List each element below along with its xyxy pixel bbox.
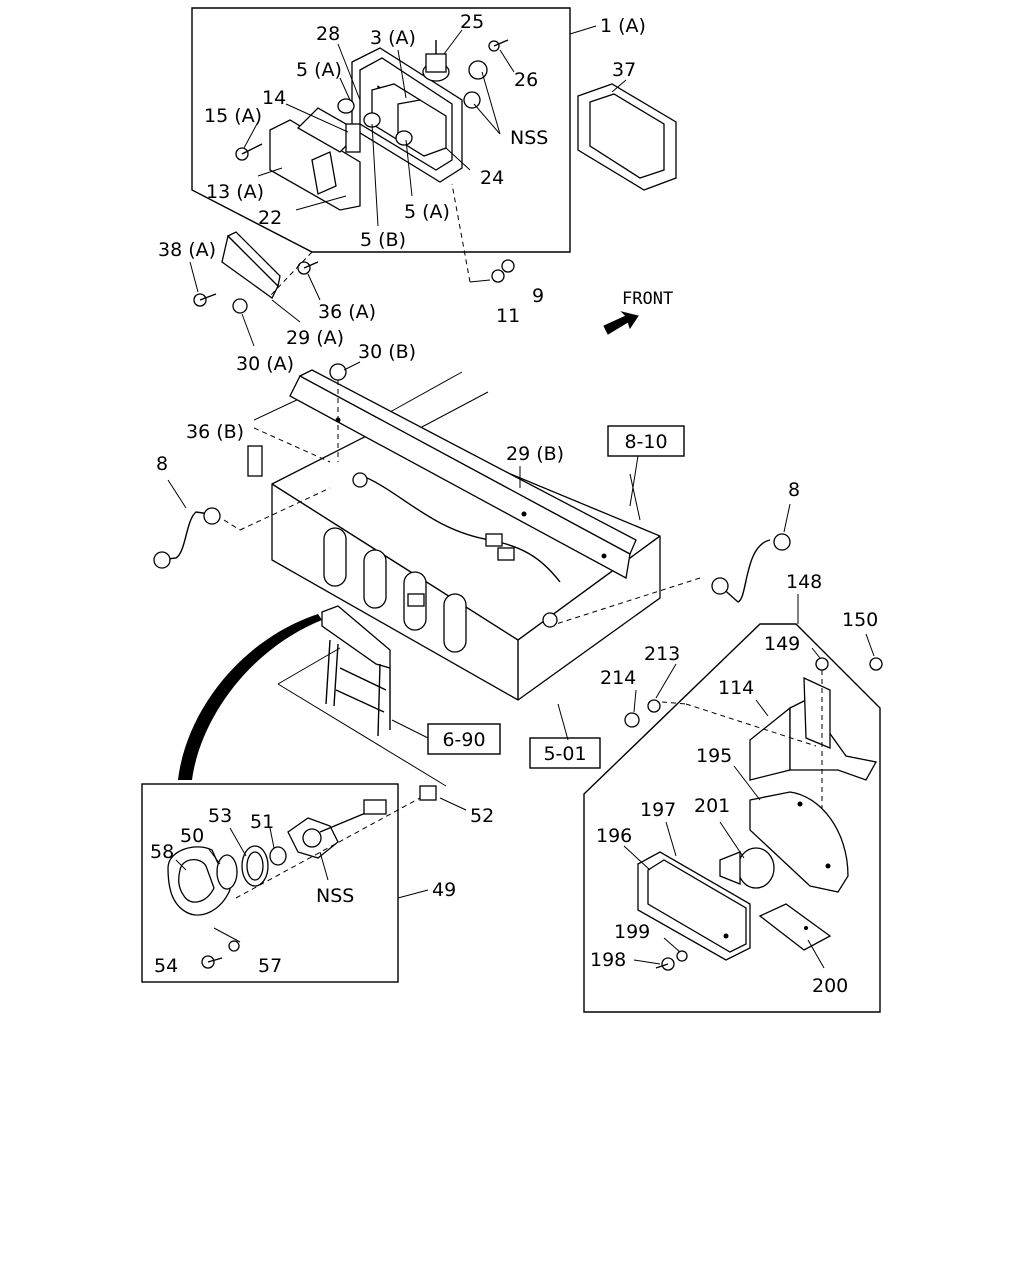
callout-front: FRONT [622, 289, 673, 309]
rear-frame-body [153, 361, 791, 741]
callout-214: 214 [600, 667, 636, 689]
callout-5b: 5 (B) [360, 229, 406, 251]
callout-5a-top: 5 (A) [296, 59, 342, 81]
callout-213: 213 [644, 643, 680, 665]
callout-30a: 30 (A) [236, 353, 294, 375]
ref-box-label: 8-10 [624, 431, 667, 453]
ref-box-label: 5-01 [543, 743, 586, 765]
callout-24: 24 [480, 167, 504, 189]
callout-196: 196 [596, 825, 632, 847]
callout-25: 25 [460, 11, 484, 33]
callout-nss-top: NSS [510, 127, 548, 149]
front-arrow [603, 311, 639, 335]
callout-199: 199 [614, 921, 650, 943]
callout-13a: 13 (A) [206, 181, 264, 203]
plate-29a-group [189, 183, 515, 347]
callout-54: 54 [154, 955, 178, 977]
callout-15a: 15 (A) [204, 105, 262, 127]
ref-box-6-90: 6-90 [427, 723, 501, 755]
callout-22: 22 [258, 207, 282, 229]
callout-38a: 38 (A) [158, 239, 216, 261]
callout-148: 148 [786, 571, 822, 593]
callout-5a-mid: 5 (A) [404, 201, 450, 223]
callout-labels: 1 (A) 3 (A) 25 26 28 5 (A) 14 15 (A) 13 … [150, 11, 878, 997]
callout-8-left: 8 [156, 453, 168, 475]
callout-14: 14 [262, 87, 286, 109]
callout-28: 28 [316, 23, 340, 45]
callout-149: 149 [764, 633, 800, 655]
callout-1a: 1 (A) [600, 15, 646, 37]
ref-box-5-01: 5-01 [529, 737, 601, 769]
callout-9: 9 [532, 285, 544, 307]
step-bracket [178, 605, 447, 787]
callout-30b: 30 (B) [358, 341, 416, 363]
inset-side-lamp [583, 594, 883, 1013]
callout-37: 37 [612, 59, 636, 81]
callout-nss-bottom: NSS [316, 885, 354, 907]
callout-150: 150 [842, 609, 878, 631]
callout-51: 51 [250, 811, 274, 833]
inset-license-lamp [191, 7, 597, 253]
callout-53: 53 [208, 805, 232, 827]
callout-57: 57 [258, 955, 282, 977]
callout-8-right: 8 [788, 479, 800, 501]
callout-200: 200 [812, 975, 848, 997]
callout-198: 198 [590, 949, 626, 971]
callout-50: 50 [180, 825, 204, 847]
callout-201: 201 [694, 795, 730, 817]
callout-52: 52 [470, 805, 494, 827]
callout-36b: 36 (B) [186, 421, 244, 443]
callout-3a: 3 (A) [370, 27, 416, 49]
ref-box-label: 6-90 [442, 729, 485, 751]
callout-29b: 29 (B) [506, 443, 564, 465]
ref-box-8-10: 8-10 [607, 425, 685, 457]
callout-197: 197 [640, 799, 676, 821]
part-37-housing [577, 79, 677, 191]
callout-195: 195 [696, 745, 732, 767]
callout-114: 114 [718, 677, 754, 699]
callout-36a: 36 (A) [318, 301, 376, 323]
callout-49: 49 [432, 879, 456, 901]
inset-lamp-49 [141, 783, 467, 983]
callout-26: 26 [514, 69, 538, 91]
callout-29a: 29 (A) [286, 327, 344, 349]
callout-11: 11 [496, 305, 520, 327]
callout-58: 58 [150, 841, 174, 863]
